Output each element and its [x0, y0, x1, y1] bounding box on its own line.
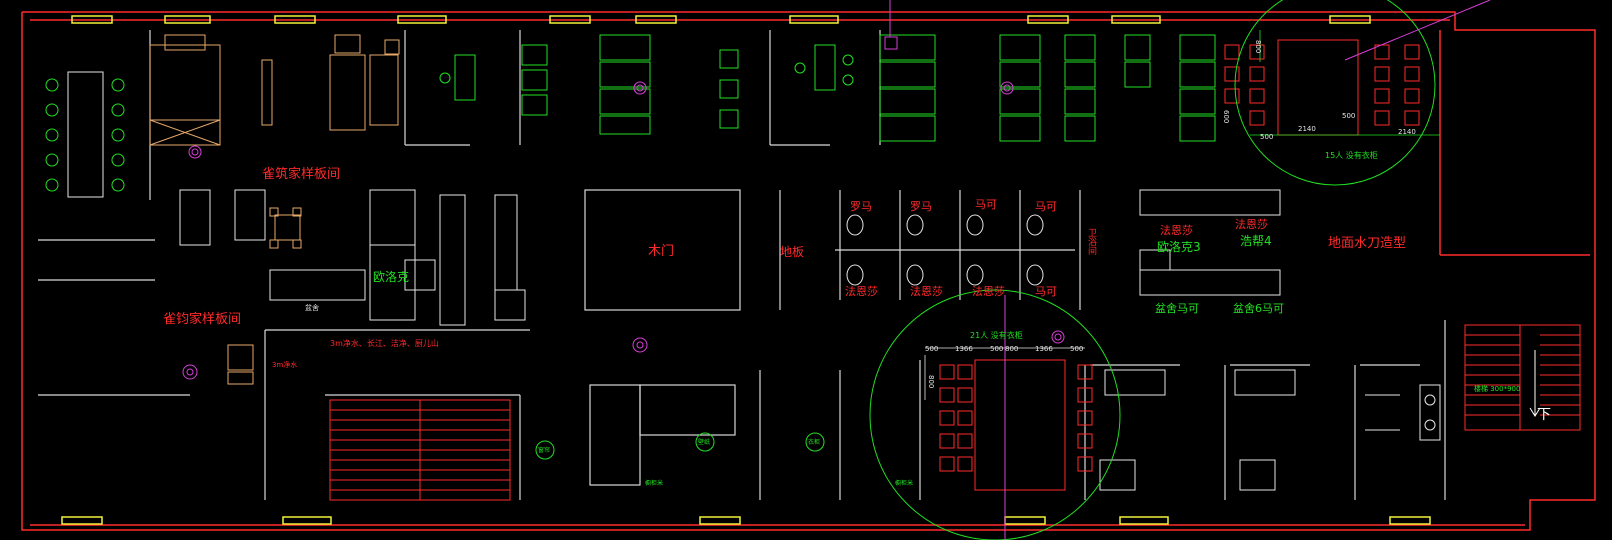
staircase-center	[329, 399, 511, 501]
room-label-haobang4: 浩帮4	[1240, 234, 1272, 248]
dim-top-1: 2140	[1298, 125, 1316, 133]
small-circle-markers	[535, 432, 825, 460]
dim-top-0: 800	[1254, 40, 1262, 54]
water-note: 3m净水	[272, 361, 298, 369]
brand-makke-2: 马可	[1035, 200, 1057, 213]
dim-top-2: 500	[1342, 112, 1356, 120]
meeting-caption-bottom: 21人 没有衣柜	[970, 331, 1023, 340]
room-label-zhuzhu: 雀筑家样板间	[262, 167, 341, 182]
marker-label-2: 壁纸	[698, 439, 711, 446]
outer-walls	[21, 11, 1596, 531]
dim-bottom-2: 500	[990, 345, 1004, 353]
dim-bottom-5: 500	[1070, 345, 1084, 353]
room-label-ground-knife: 地面水刀造型	[1328, 236, 1407, 251]
dim-top-5: 600	[1222, 110, 1230, 124]
dim-top-3: 2140	[1398, 128, 1416, 136]
office-desks-bottom	[1099, 369, 1441, 491]
room-label-zhujun: 雀钧家样板间	[163, 312, 242, 327]
room-label-basin6-makke: 盆舍6马可	[1233, 302, 1284, 315]
workstations-top	[439, 34, 1216, 142]
stair-note: 楼梯 300*900	[1474, 385, 1521, 393]
cabinet-note: 3m净水、长江、洁净、厨儿山	[330, 339, 439, 348]
toilets	[846, 189, 1281, 296]
meeting-table-left	[45, 71, 125, 198]
dim-bottom-0: 500	[925, 345, 939, 353]
marker-label-1: 窗帘	[538, 447, 551, 454]
brand-makke-3: 马可	[1035, 285, 1057, 298]
staircase-right	[1464, 324, 1581, 431]
dim-bottom-4: 1366	[1035, 345, 1053, 353]
room-label-floor: 地板	[780, 245, 805, 259]
light-fixtures	[182, 36, 1065, 380]
dim-bottom-3: 800	[1005, 345, 1019, 353]
kitchen-left	[179, 189, 526, 326]
dimension-lines-top	[1250, 30, 1440, 136]
stair-down-label: 下	[1537, 407, 1551, 423]
meeting-room-bottom	[939, 359, 1093, 491]
brand-fayisha-5: 法恩莎	[1235, 218, 1268, 231]
brand-fayisha-4: 法恩莎	[1160, 224, 1193, 237]
dim-bottom-6: 800	[927, 375, 935, 389]
guide-lines	[889, 0, 1491, 540]
room-label-oulaoke: 欧洛克	[373, 270, 410, 284]
vertical-room-label: 卫浴间	[1086, 228, 1096, 255]
brand-luoma-1: 罗马	[850, 200, 872, 213]
meeting-caption-top: 15人 没有衣柜	[1325, 151, 1378, 160]
windows-bottom	[61, 516, 1431, 525]
dining-set	[227, 207, 302, 385]
room-label-basin: 盆舍	[305, 304, 319, 312]
brand-luoma-2: 罗马	[910, 200, 932, 213]
brand-fayisha-3: 法恩莎	[972, 285, 1005, 298]
callout-circles	[869, 0, 1436, 540]
brand-fayisha-2: 法恩莎	[910, 285, 943, 298]
bedroom-furniture-top	[149, 34, 400, 146]
room-label-oulaoke3: 欧洛克3	[1157, 240, 1201, 254]
stairs-down-arrow	[1529, 350, 1541, 417]
windows-top	[71, 15, 1371, 24]
dim-bottom-1: 1366	[955, 345, 973, 353]
brand-fayisha-1: 法恩莎	[845, 285, 878, 298]
marker-label-3: 衣柜	[808, 439, 821, 446]
room-label-wooden-door: 木门	[648, 244, 675, 259]
brand-makke-1: 马可	[975, 198, 997, 211]
marker-label-5: 橱柜米	[895, 480, 914, 487]
marker-label-4: 橱柜米	[645, 480, 664, 487]
dim-top-4: 500	[1260, 133, 1274, 141]
room-label-basin-makke: 盆舍马可	[1155, 302, 1199, 315]
